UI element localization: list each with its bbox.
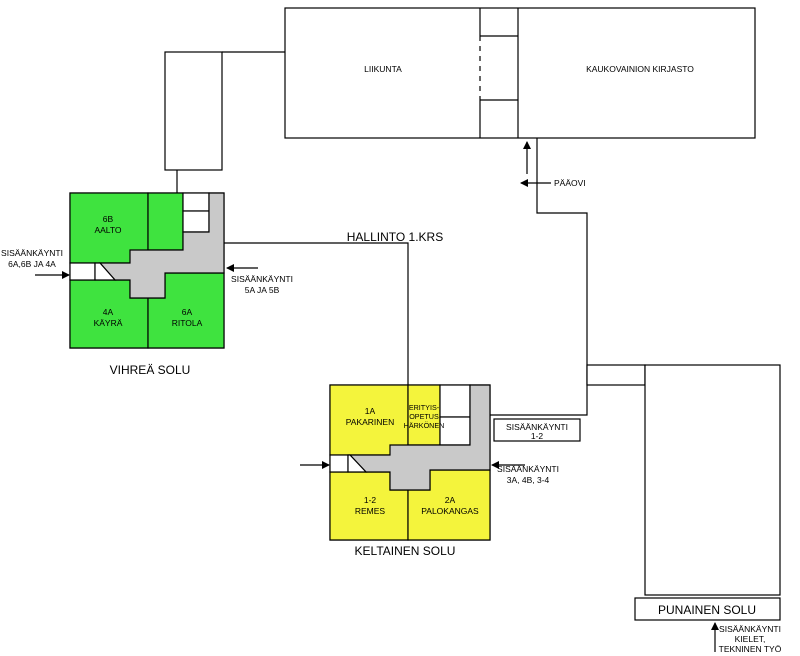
green-entrance-left-title: SISÄÄNKÄYNTI [1,248,63,258]
green-entrance-right-title: SISÄÄNKÄYNTI [231,274,293,284]
red-cell-outline [644,364,781,596]
red-cell-title: PUNAINEN SOLU [658,603,756,617]
room-4a-code: 4A [103,307,114,317]
room-1a-code: 1A [365,406,376,416]
green-entrance-step [94,262,117,281]
room-1a-name: PAKARINEN [346,417,395,427]
kirjasto-label: KAUKOVAINION KIRJASTO [586,64,694,74]
room-1-2-code: 1-2 [364,495,377,505]
yellow-cell: 1A PAKARINEN ERITYIS- OPETUS HÄRKÖNEN 1-… [329,384,491,558]
yellow-storage-1 [439,384,471,418]
entrance-1-2-detail: 1-2 [531,431,544,441]
main-door-label: PÄÄOVI [554,178,586,188]
red-cell: PUNAINEN SOLU [586,364,781,621]
entrance-1-2-title: SISÄÄNKÄYNTI [506,422,568,432]
green-storage-2 [182,210,210,233]
red-entrance-line-1: KIELET, [735,634,766,644]
top-building-outline [284,7,756,139]
small-building [164,51,223,171]
room-4a-name: KÄYRÄ [94,318,123,328]
room-2a-code: 2A [445,495,456,505]
red-cell-connector [586,364,646,386]
yellow-entrance-right-title: SISÄÄNKÄYNTI [497,464,559,474]
yellow-entrance-step [347,454,368,473]
red-entrance-line-2: TEKNINEN TYÖ [719,644,782,654]
special-room-line-3: HÄRKÖNEN [404,421,445,430]
green-entrance-right-detail: 5A JA 5B [245,285,280,295]
room-6a-name: RITOLA [172,318,203,328]
yellow-entrance-right-detail: 3A, 4B, 3-4 [507,475,550,485]
room-green-top-middle [147,192,184,251]
room-2a-name: PALOKANGAS [421,506,479,516]
red-cell-title-box [634,597,781,621]
room-1a-pakarinen [329,384,409,456]
yellow-storage-2 [439,416,471,446]
green-entrance-left-detail: 6A,6B JA 4A [8,259,56,269]
entrance-1-2-box [493,418,581,442]
green-entrance-vestibule [69,262,96,281]
yellow-corridor [348,384,491,491]
room-6b-name: AALTO [94,225,121,235]
library-connection-line [490,138,588,416]
room-6b-code: 6B [103,214,114,224]
green-cell: 6B AALTO 4A KÄYRÄ 6A RITOLA VIHREÄ SOLU [69,192,225,377]
special-room-line-2: OPETUS [409,412,439,421]
yellow-entrance-vestibule [329,454,349,473]
yellow-cell-title: KELTAINEN SOLU [355,544,456,558]
admin-label: HALLINTO 1.KRS [347,230,443,244]
room-6a-code: 6A [182,307,193,317]
top-building: LIIKUNTA KAUKOVAINION KIRJASTO [284,7,756,139]
red-entrance-title: SISÄÄNKÄYNTI [719,624,781,634]
admin-connection-line [224,242,409,385]
room-1-2-name: REMES [355,506,386,516]
special-room-line-1: ERITYIS- [409,403,440,412]
green-storage-1 [182,192,210,212]
green-cell-title: VIHREÄ SOLU [110,363,191,377]
liikunta-label: LIIKUNTA [364,64,402,74]
